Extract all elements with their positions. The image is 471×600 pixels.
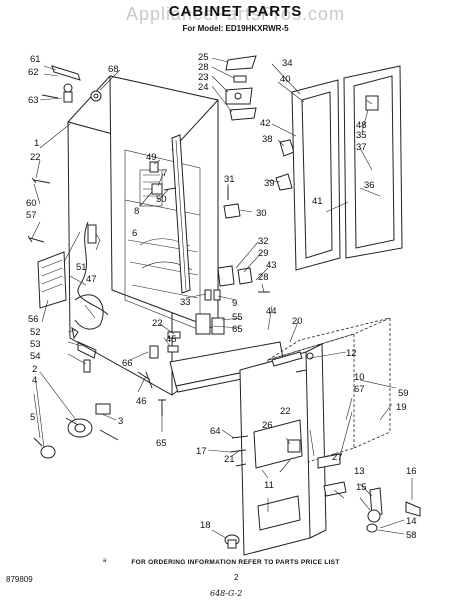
callout-43: 43 xyxy=(266,260,277,271)
lower-hinge-parts xyxy=(33,403,119,459)
callout-34: 34 xyxy=(282,58,293,69)
page-number: 2 xyxy=(234,573,239,582)
callout-42: 42 xyxy=(260,118,271,129)
callout-5: 5 xyxy=(30,412,35,423)
callout-29: 29 xyxy=(258,248,269,259)
callout-35: 35 xyxy=(356,130,367,141)
callout-28: 28 xyxy=(198,62,209,73)
callout-25: 25 xyxy=(198,52,209,63)
callout-53: 53 xyxy=(30,339,41,350)
callout-65: 65 xyxy=(232,324,243,335)
callout-32: 32 xyxy=(258,236,269,247)
door-gaskets xyxy=(291,65,403,271)
callout-23: 23 xyxy=(198,72,209,83)
model-line: For Model: ED19HKXRWR-5 xyxy=(182,24,289,33)
callout-14: 14 xyxy=(406,516,417,527)
callout-58: 58 xyxy=(406,530,417,541)
callout-41: 41 xyxy=(312,196,323,207)
screw-31-bracket-30 xyxy=(223,186,241,219)
callout-13: 13 xyxy=(354,466,365,477)
center-small-parts xyxy=(149,161,177,195)
handwritten-note: 648-G-2 xyxy=(210,589,243,598)
callout-12: 12 xyxy=(346,348,357,359)
callout-66: 66 xyxy=(122,358,133,369)
leader-lines xyxy=(31,57,413,539)
callout-68: 68 xyxy=(108,64,119,75)
callout-1: 1 xyxy=(34,138,39,149)
callout-31: 31 xyxy=(224,174,235,185)
callout-52: 52 xyxy=(30,327,41,338)
callout-55: 55 xyxy=(232,312,243,323)
upper-hinge-parts xyxy=(41,65,102,103)
callout-40: 40 xyxy=(280,74,291,85)
callout-36: 36 xyxy=(364,180,375,191)
callout-17: 17 xyxy=(196,446,207,457)
callout-18: 18 xyxy=(200,520,211,531)
callout-37: 37 xyxy=(356,142,367,153)
top-cover-parts xyxy=(225,55,257,121)
freezer-drawer xyxy=(229,317,421,556)
callout-10: 10 xyxy=(354,372,365,383)
callout-11: 11 xyxy=(264,480,274,491)
callout-45: 45 xyxy=(166,334,177,345)
callout-19: 19 xyxy=(396,402,407,413)
callout-57: 57 xyxy=(26,210,37,221)
callout-39: 39 xyxy=(264,178,275,189)
callout-22c: 22 xyxy=(280,406,291,417)
callout-48: 48 xyxy=(356,120,367,131)
callout-24: 24 xyxy=(198,82,209,93)
callout-59: 59 xyxy=(398,388,409,399)
callout-62: 62 xyxy=(28,67,39,78)
ordering-note: FOR ORDERING INFORMATION REFER TO PARTS … xyxy=(131,559,340,566)
callout-3: 3 xyxy=(118,416,123,427)
leveling-foot xyxy=(224,534,240,549)
callout-54: 54 xyxy=(30,351,41,362)
watermark: AppliancePartsPros.com xyxy=(125,4,346,24)
callout-50: 50 xyxy=(156,194,167,205)
callout-7: 7 xyxy=(162,168,167,179)
toe-grille-parts xyxy=(137,313,225,416)
callout-15: 15 xyxy=(356,482,367,493)
callout-65b: 65 xyxy=(156,438,167,449)
corner-mark: a xyxy=(103,558,107,564)
callout-47: 47 xyxy=(86,274,97,285)
callout-9: 9 xyxy=(232,298,237,309)
callout-16: 16 xyxy=(406,466,417,477)
callout-6: 6 xyxy=(132,228,137,239)
callout-22b: 22 xyxy=(152,318,163,329)
callout-28b: 28 xyxy=(258,272,269,283)
callout-38: 38 xyxy=(262,134,273,145)
callout-22: 22 xyxy=(30,152,41,163)
callout-26: 26 xyxy=(262,420,273,431)
callout-21: 21 xyxy=(224,454,235,465)
diagram-title: CABINET PARTS xyxy=(168,3,303,20)
left-screws xyxy=(27,177,97,373)
document-code: 879809 xyxy=(6,575,33,584)
callout-2: 2 xyxy=(32,364,37,375)
callout-49: 49 xyxy=(146,152,157,163)
callout-labels: 61 62 68 63 1 22 60 57 51 47 56 52 53 54… xyxy=(26,52,417,541)
callout-61: 61 xyxy=(30,54,41,65)
callout-8: 8 xyxy=(134,206,139,217)
callout-4: 4 xyxy=(32,375,37,386)
callout-30: 30 xyxy=(256,208,267,219)
callout-67: 67 xyxy=(354,384,365,395)
callout-44: 44 xyxy=(266,306,277,317)
callout-51: 51 xyxy=(76,262,87,273)
callout-63: 63 xyxy=(28,95,39,106)
callout-27: 27 xyxy=(332,452,343,463)
callout-33: 33 xyxy=(180,297,191,308)
callout-20: 20 xyxy=(292,316,303,327)
callout-60: 60 xyxy=(26,198,37,209)
callout-64: 64 xyxy=(210,426,221,437)
callout-46: 46 xyxy=(136,396,147,407)
door-clips xyxy=(275,139,295,191)
callout-56: 56 xyxy=(28,314,39,325)
